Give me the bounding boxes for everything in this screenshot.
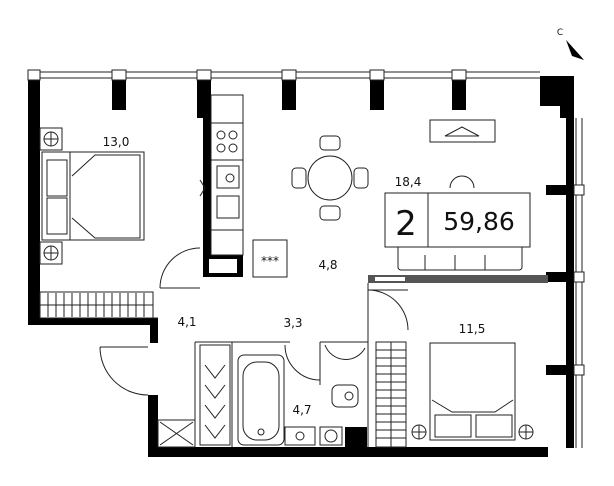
bed-double-1 xyxy=(41,151,145,241)
laundry-rack xyxy=(199,344,231,446)
room-area-hall: 4,1 xyxy=(177,315,196,329)
radiator xyxy=(252,239,288,278)
apartment-badge xyxy=(384,192,531,248)
dining-table xyxy=(291,135,369,221)
total-area: 59,86 xyxy=(443,207,515,236)
north-arrow-icon xyxy=(566,40,584,60)
ventilation-shaft xyxy=(157,419,367,448)
nightstand-icon xyxy=(39,127,63,265)
room-area-bedroom-1: 13,0 xyxy=(103,135,130,149)
room-area-living-kitchen: 18,4 xyxy=(395,175,422,189)
bed-double-2 xyxy=(411,342,534,441)
toilet-icon xyxy=(331,384,359,408)
outer-walls xyxy=(28,76,574,457)
bathtub xyxy=(237,354,285,446)
kitchen-unit xyxy=(199,94,244,256)
doors xyxy=(99,247,409,396)
rooms-count: 2 xyxy=(395,204,417,244)
wardrobe-1 xyxy=(39,291,154,319)
room-area-bedroom-2: 11,5 xyxy=(459,322,486,336)
right-windows xyxy=(573,118,585,448)
room-area-hallway: 3,3 xyxy=(283,316,302,330)
tv-unit xyxy=(429,119,496,143)
top-windows xyxy=(27,69,540,81)
compass-letter: С xyxy=(557,28,563,38)
washbasin-icon xyxy=(284,426,343,446)
room-area-corridor: 4,8 xyxy=(318,258,337,272)
radiator-symbol: *** xyxy=(261,254,279,268)
wardrobe-2 xyxy=(375,341,407,448)
room-area-bathroom: 4,7 xyxy=(292,403,311,417)
